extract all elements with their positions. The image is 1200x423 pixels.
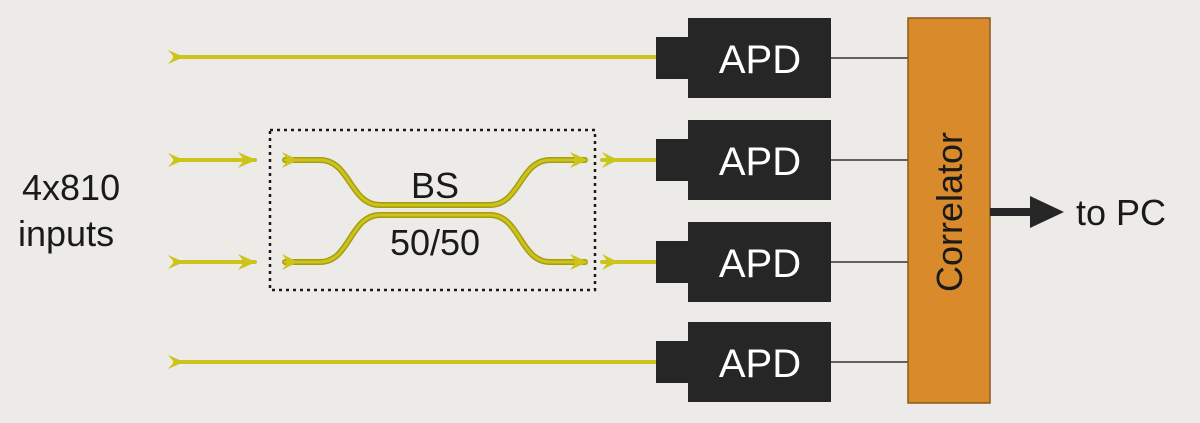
output-label: to PC	[1076, 192, 1166, 233]
input-label-line2: inputs	[18, 213, 114, 254]
apd-detector-3: APD	[656, 222, 831, 302]
apd-label-1: APD	[719, 38, 801, 82]
apd-detector-4: APD	[656, 322, 831, 402]
chevron-icon	[282, 152, 298, 168]
chevron-icon	[168, 255, 184, 269]
arrow-right-icon	[1030, 196, 1064, 228]
chevron-icon	[238, 152, 256, 168]
output-arrow	[990, 196, 1064, 228]
chevron-icon	[602, 152, 618, 168]
apd-label-4: APD	[719, 342, 801, 386]
chevron-icon	[282, 254, 298, 270]
beam-splitter-box	[268, 128, 597, 292]
apd-detector-2: APD	[656, 120, 831, 200]
chevron-group	[168, 50, 618, 369]
beam-splitter-ratio: 50/50	[390, 222, 480, 263]
apd-label-3: APD	[719, 242, 801, 286]
beam-splitter-label: BS	[411, 165, 459, 206]
chevron-icon	[168, 153, 184, 167]
chevron-icon	[602, 254, 618, 270]
chevron-icon	[238, 254, 256, 270]
correlator-label: Correlator	[929, 132, 970, 292]
fiber-group	[173, 55, 660, 364]
bs-lower-fiber-core	[283, 213, 587, 264]
correlator-block: Correlator	[907, 17, 991, 404]
chevron-icon	[570, 152, 588, 168]
chevron-icon	[168, 355, 184, 369]
apd-detector-1: APD	[656, 18, 831, 98]
apd-label-2: APD	[719, 140, 801, 184]
input-label-line1: 4x810	[22, 167, 120, 208]
bs-upper-fiber-core	[283, 158, 587, 207]
chevron-icon	[570, 254, 588, 270]
chevron-icon	[168, 50, 184, 64]
wire-group	[831, 57, 908, 363]
